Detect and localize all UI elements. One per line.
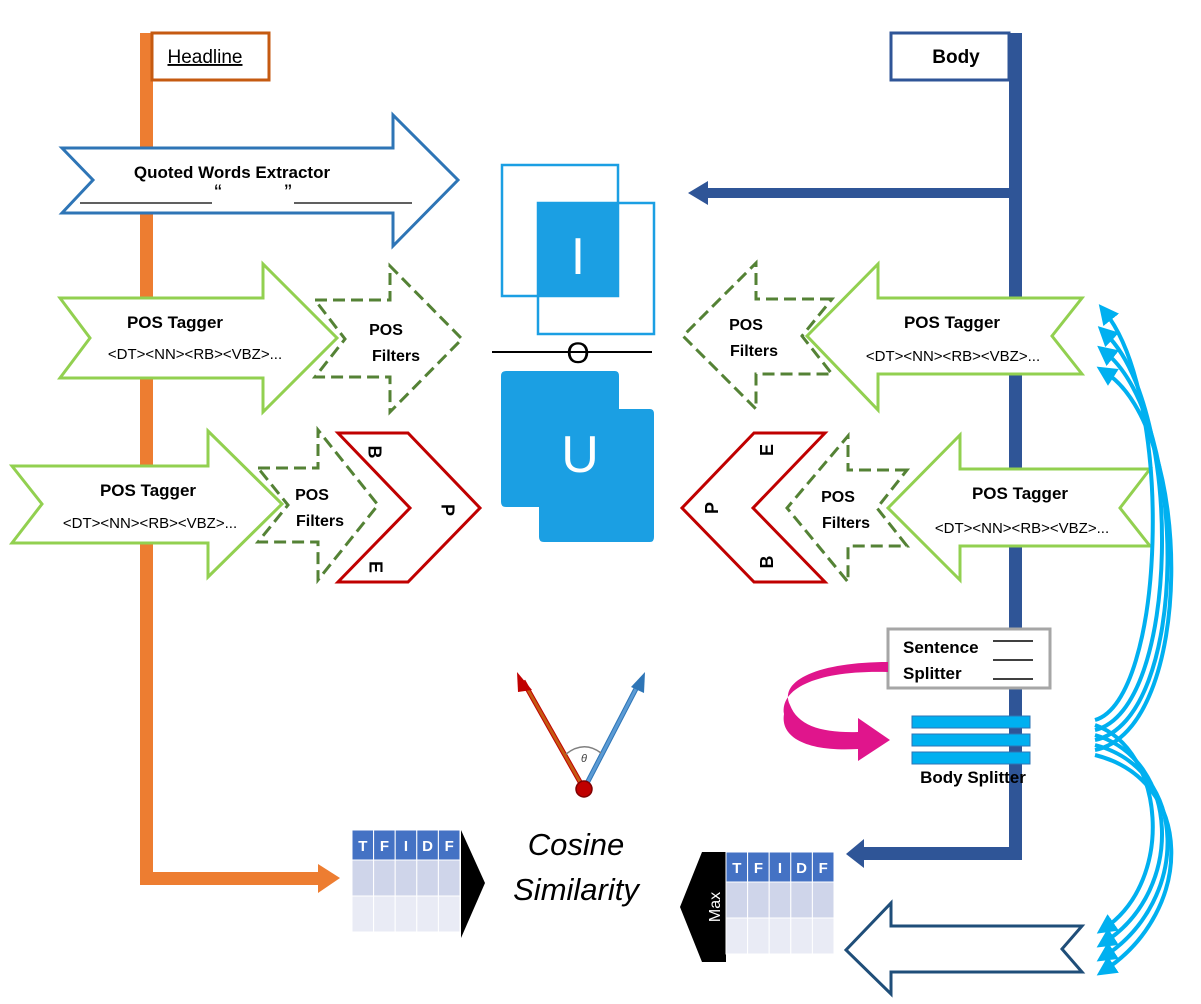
- overlap-symbol: O: [492, 337, 652, 370]
- bpe-e-letter: E: [365, 561, 385, 573]
- tfidf-left-pointer: [461, 830, 485, 938]
- table-cell: [790, 881, 813, 919]
- table-cell: [437, 859, 461, 897]
- table-header-label: I: [404, 838, 408, 855]
- max-label: Max: [707, 892, 724, 922]
- body-label-box: Body: [889, 31, 1011, 82]
- table-header-label: T: [732, 860, 741, 877]
- pos-filters-line2: Filters: [296, 513, 344, 530]
- sentence-splitter-box: Sentence Splitter: [886, 627, 1052, 690]
- pos-filters-line2: Filters: [372, 348, 420, 365]
- bpe-chevron-left: B P E: [334, 431, 483, 584]
- pos-tagger-right-1: POS Tagger <DT><NN><RB><VBZ>...: [804, 260, 1086, 414]
- table-header-label: T: [358, 838, 367, 855]
- table-cell: [394, 859, 418, 897]
- sentence-splitter-line2: Splitter: [903, 664, 962, 683]
- table-header-label: F: [754, 860, 763, 877]
- split-curved-arrow: [783, 662, 890, 761]
- pos-filters-line1: POS: [821, 489, 855, 506]
- sentence-splitter-line1: Sentence: [903, 638, 979, 657]
- pos-tagger-left-2: POS Tagger <DT><NN><RB><VBZ>...: [8, 427, 285, 581]
- table-cell: [351, 859, 375, 897]
- table-cell: [725, 917, 749, 955]
- pos-tagger-right-2: POS Tagger <DT><NN><RB><VBZ>...: [885, 431, 1154, 584]
- union-symbol: U: [501, 371, 654, 542]
- table-cell: [394, 895, 418, 933]
- table-cell: [351, 895, 375, 933]
- table-cell: [416, 895, 439, 933]
- table-header-label: D: [796, 860, 807, 877]
- body-splitter: Body Splitter: [911, 715, 1031, 787]
- body-label: Body: [932, 47, 980, 68]
- pos-filters-line1: POS: [369, 322, 403, 339]
- table-cell: [768, 881, 792, 919]
- pos-filters-line1: POS: [729, 317, 763, 334]
- bpe-e-letter: E: [757, 444, 777, 456]
- pos-tagger-tags: <DT><NN><RB><VBZ>...: [935, 520, 1109, 537]
- quoted-words-extractor: Quoted Words Extractor “ ”: [58, 111, 461, 250]
- table-header-label: I: [778, 860, 782, 877]
- pos-filters-right-2: POS Filters: [785, 431, 911, 587]
- table-header-label: F: [380, 838, 389, 855]
- pos-tagger-label: POS Tagger: [904, 313, 1000, 332]
- table-header-label: F: [819, 860, 828, 877]
- cosine-angle-icon: θ: [517, 672, 645, 798]
- table-cell: [416, 859, 439, 897]
- close-quote-mark: ”: [284, 180, 291, 205]
- pos-filters-right-1: POS Filters: [680, 259, 836, 413]
- cosine-line2: Similarity: [513, 872, 641, 907]
- table-cell: [790, 917, 813, 955]
- headline-label-box: Headline: [150, 31, 271, 82]
- open-quote-mark: “: [214, 180, 221, 205]
- bpe-p-letter: P: [702, 502, 722, 514]
- pos-tagger-tags: <DT><NN><RB><VBZ>...: [63, 515, 237, 532]
- pos-tagger-label: POS Tagger: [972, 484, 1068, 503]
- max-pointer: Max: [680, 852, 726, 962]
- intersection-letter: I: [571, 228, 585, 286]
- table-cell: [811, 917, 835, 955]
- headline-label: Headline: [168, 47, 243, 68]
- pos-tagger-tags: <DT><NN><RB><VBZ>...: [866, 348, 1040, 365]
- table-cell: [811, 881, 835, 919]
- pos-tagger-left-1: POS Tagger <DT><NN><RB><VBZ>...: [57, 260, 340, 416]
- headline-flow: [140, 33, 340, 893]
- pos-filters-left-2: POS Filters: [254, 425, 380, 585]
- feedback-arrows: [1094, 304, 1174, 976]
- table-cell: [373, 895, 396, 933]
- table-cell: [437, 895, 461, 933]
- table-header-label: F: [445, 838, 454, 855]
- bpe-chevron-right: E P B: [679, 431, 829, 584]
- pos-filters-left-1: POS Filters: [311, 262, 465, 416]
- body-splitter-label: Body Splitter: [920, 768, 1026, 787]
- pos-tagger-tags: <DT><NN><RB><VBZ>...: [108, 346, 282, 363]
- table-cell: [768, 917, 792, 955]
- table-cell: [373, 859, 396, 897]
- return-arrow: [843, 899, 1086, 998]
- overlap-letter: O: [566, 337, 589, 370]
- cosine-line1: Cosine: [528, 827, 625, 862]
- intersection-symbol: I: [500, 163, 656, 336]
- table-cell: [747, 917, 770, 955]
- table-cell: [747, 881, 770, 919]
- pos-filters-line2: Filters: [822, 515, 870, 532]
- bpe-p-letter: P: [437, 504, 457, 516]
- quoted-words-title: Quoted Words Extractor: [134, 163, 331, 182]
- pos-tagger-label: POS Tagger: [100, 481, 196, 500]
- union-letter: U: [561, 426, 599, 484]
- pos-tagger-label: POS Tagger: [127, 313, 223, 332]
- bpe-b-letter: B: [364, 446, 384, 459]
- theta-label: θ: [581, 753, 587, 765]
- table-cell: [725, 881, 749, 919]
- table-header-label: D: [422, 838, 433, 855]
- bpe-b-letter: B: [757, 556, 777, 569]
- pos-filters-line1: POS: [295, 487, 329, 504]
- pos-filters-line2: Filters: [730, 343, 778, 360]
